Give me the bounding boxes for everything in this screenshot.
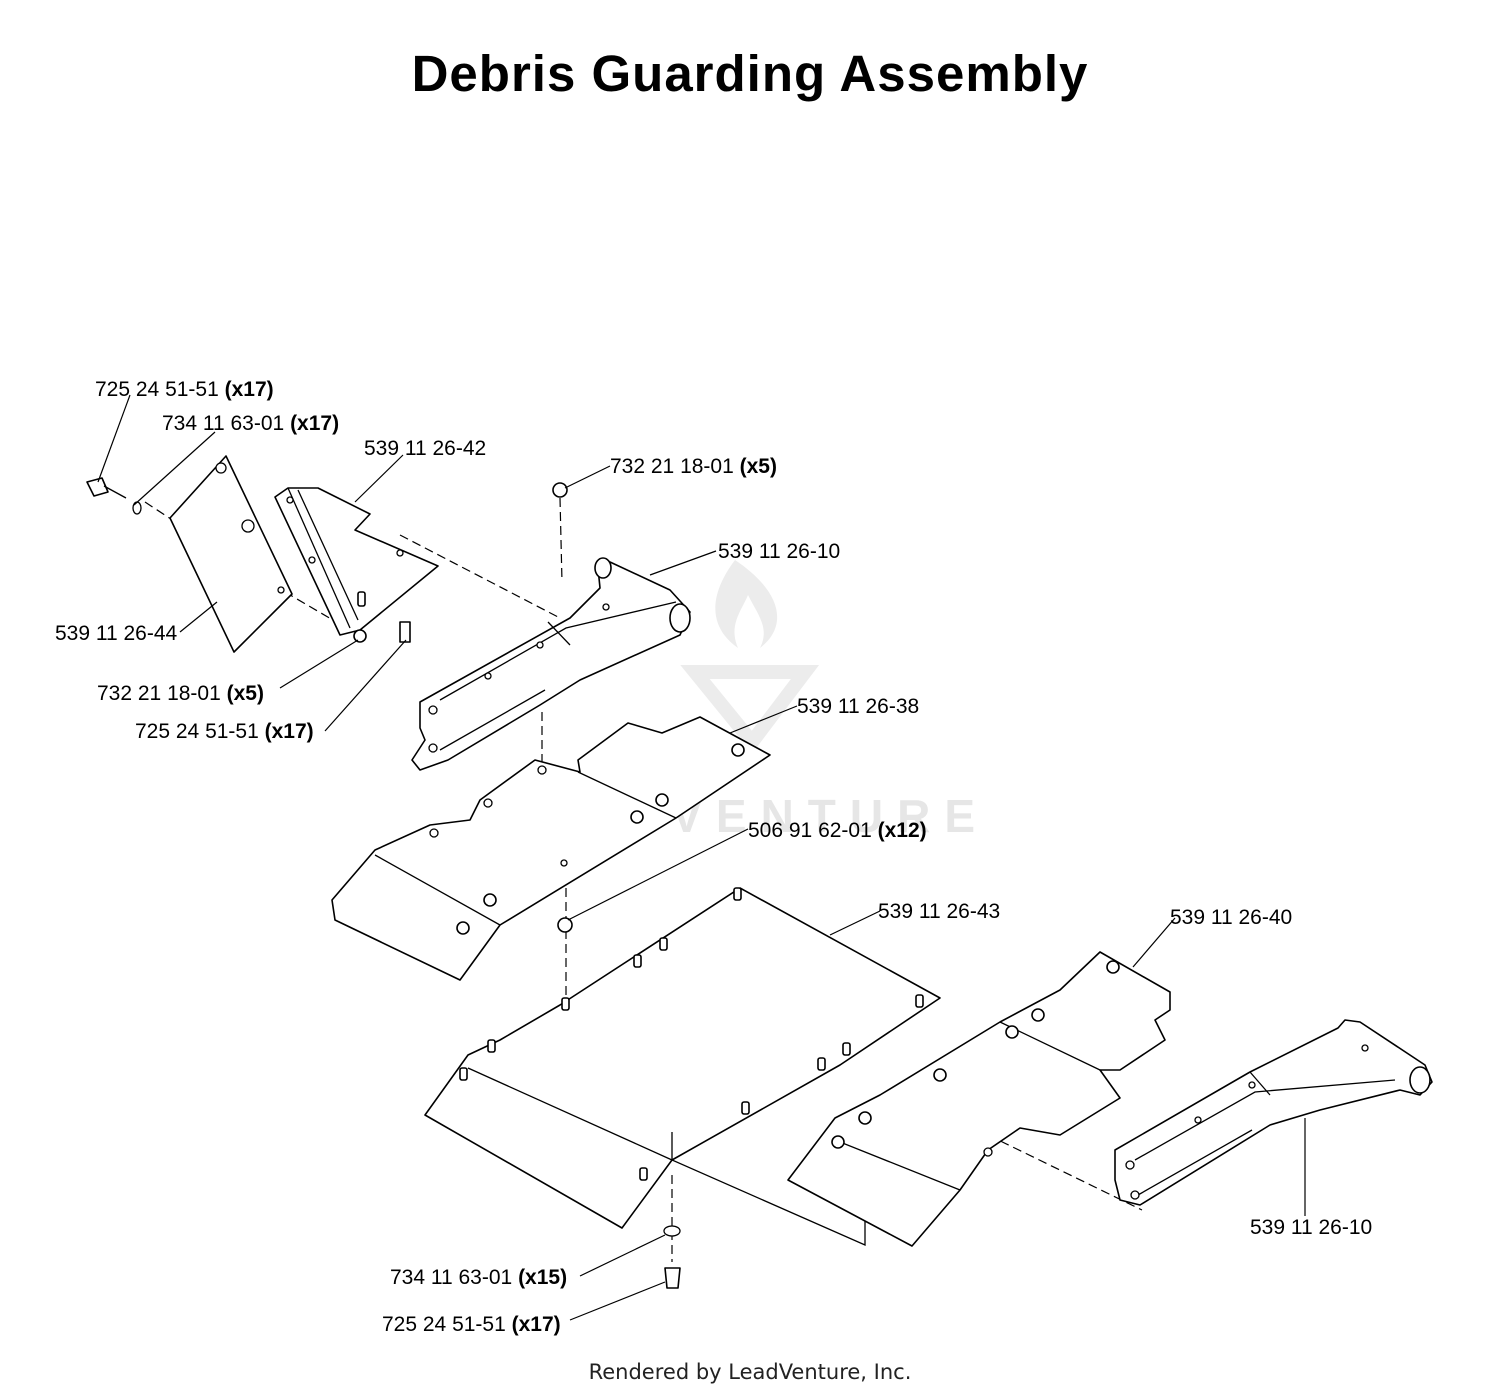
callout-label: 725 24 51-51 (x17) [95,378,274,401]
washer-icon [132,501,142,515]
nut-icon [557,917,573,933]
washer-icon [663,1225,681,1237]
part-frame-arm-539-11-26-10-lower [1114,1019,1433,1206]
footer-credit: Rendered by LeadVenture, Inc. [588,1360,912,1384]
callout-label: 539 11 26-43 [878,900,1000,923]
callout-label: 732 21 18-01 (x5) [97,682,264,705]
page-title: Debris Guarding Assembly [411,45,1089,102]
callout-label: 734 11 63-01 (x15) [390,1266,567,1289]
callout-label: 506 91 62-01 (x12) [748,819,927,842]
bolt-icon [399,621,411,643]
part-middle-guard-539-11-26-43 [424,887,941,1246]
callout-label: 539 11 26-40 [1170,906,1292,929]
part-upper-guard-539-11-26-38 [331,716,771,981]
callout-label: 539 11 26-44 [55,622,178,645]
nut-icon [552,482,568,498]
part-right-guard-539-11-26-40 [787,951,1171,1247]
callout-label: 732 21 18-01 (x5) [610,455,777,478]
bolt-icon [664,1267,681,1289]
hardware-bottom [663,1225,681,1289]
callout-label: 539 11 26-42 [364,437,486,460]
callout-labels: 725 24 51-51 (x17) 734 11 63-01 (x17) 53… [55,378,1372,1336]
callout-label: 725 24 51-51 (x17) [382,1313,561,1336]
leader-lines [97,394,1306,1321]
nut-icon [353,629,367,643]
hardware-top-left [86,477,568,643]
part-frame-arm-539-11-26-10-upper [411,557,691,771]
callout-label: 539 11 26-10 [1250,1216,1372,1239]
part-side-plate-539-11-26-44 [169,455,293,653]
callout-label: 539 11 26-10 [718,540,840,563]
bolt-icon [86,477,109,497]
part-bracket-539-11-26-42 [274,487,439,636]
callout-label: 734 11 63-01 (x17) [162,412,339,435]
callout-label: 539 11 26-38 [797,695,919,718]
callout-label: 725 24 51-51 (x17) [135,720,314,743]
